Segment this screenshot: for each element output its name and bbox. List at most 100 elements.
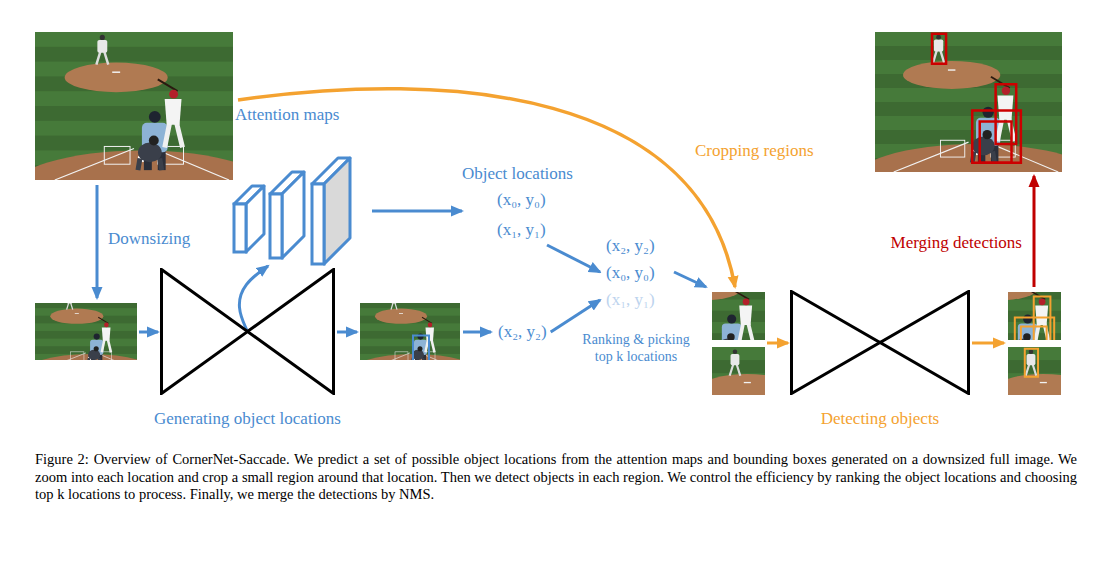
pitching-rubber [112,71,120,72]
pitcher-head [68,294,71,297]
detection-box [980,122,1012,163]
grass-stripe [936,277,1087,288]
grass-stripe [936,255,1087,266]
node-text: (x₁, y₁) [600,286,659,313]
batter-helmet [428,323,433,328]
hourglass-network: Detecting objects [790,290,970,430]
pitcher-legs [391,303,397,310]
pitching-rubber [75,313,79,315]
node-text: (x₀, y₀) [600,259,659,286]
batter-bat [734,291,749,300]
batter-legs [165,123,183,148]
merged-detections-image [850,32,1102,222]
grass-stripe [360,293,460,301]
pitcher-body [688,261,696,271]
hourglass-network: Generating object locations [149,268,346,430]
catcher-head [149,136,159,146]
batter-body [1087,406,1102,429]
figure-caption-box: Figure 2: Overview of CornerNet-Saccade.… [35,451,1077,504]
batter-legs [102,340,111,353]
batter-helmet [743,298,750,305]
grass-stripe [640,322,791,333]
catcher-head [1023,333,1031,341]
flow-arrow [972,342,1004,345]
grass-stripe [675,347,852,360]
grass-stripe [360,323,460,331]
pitcher-head [986,257,990,261]
grass-stripe [936,300,1087,311]
umpire-body [1066,427,1089,453]
pitching-rubber [948,69,955,70]
pitching-rubber [744,382,751,383]
batter-bat [98,317,108,323]
umpire-leg [1080,452,1087,469]
connector-arrow [551,300,600,332]
region-detections [916,255,1111,408]
pitcher-head [100,35,105,40]
batter-legs [739,324,753,343]
hourglass-shape [790,290,970,395]
batter-body [739,306,752,326]
flow-label: Downsizing [108,228,190,249]
batter-helmet [1002,87,1010,95]
home-plate-dirt [21,354,159,397]
umpire-body [770,427,793,453]
grass-stripe [875,88,1062,102]
grass-stripe [971,399,1111,412]
detection-box [1025,349,1038,377]
umpire-head [94,334,100,340]
umpire-body [722,324,742,347]
detection-box [996,84,1017,144]
pitchers-mound [903,61,1000,89]
flow-label: Merging detections [860,232,1022,253]
attention-map-stack [222,156,372,266]
pitching-rubber [1040,382,1047,383]
map-side-face [324,158,350,264]
cropped-region [651,347,890,525]
node-text: (x₂, y₂) [600,232,659,259]
map-side-face [282,172,304,258]
batter-legs [791,427,807,449]
pitcher-body [934,39,943,51]
pitcher-body [984,261,992,271]
flow-arrow [674,272,706,287]
location-list: Object locations(x₀, y₀)(x₁, y₁) [462,163,577,245]
flow-label: Ranking & picking top k locations [575,331,697,365]
node-text: (x₀, y₀) [462,185,577,215]
hourglass-shape [160,268,335,395]
pitchers-mound [959,278,1038,301]
flow-label-text: Downsizing [108,228,190,249]
pitcher-legs [983,270,992,280]
map-front-face [312,184,324,264]
grass-stripe [936,322,1087,333]
grass-stripe [35,121,233,136]
catcher-head [727,333,735,341]
node-text: (x₂, y₂) [494,320,551,344]
flow-arrow [139,331,158,334]
flow-arrow [96,185,99,298]
flow-arrow [337,331,357,334]
umpire-head [727,315,736,324]
pitcher-legs [730,364,741,375]
connector-arrow [372,210,462,213]
detection-box [1034,297,1051,345]
pitcher-head [690,257,694,261]
pitchers-mound [997,374,1089,400]
downsized-image-with-box [347,293,482,397]
catcher-body [138,143,162,163]
grass-stripe [35,323,137,331]
pitching-rubber [995,285,1001,286]
hourglass-outline [162,270,334,394]
pitcher-legs [96,52,108,65]
batters-box [940,140,964,157]
batters-box [104,146,130,164]
batter-legs [1087,427,1103,449]
catcher-head [1072,439,1081,448]
pitching-rubber [399,313,403,315]
node-text: Attention maps [235,104,372,126]
batter-body [997,95,1013,119]
region-detections [947,347,1111,525]
grass-stripe [35,339,137,347]
pitcher-body [1027,354,1036,365]
ranked-locations: (x₂, y₂)(x₀, y₀)(x₁, y₁) [600,232,659,313]
